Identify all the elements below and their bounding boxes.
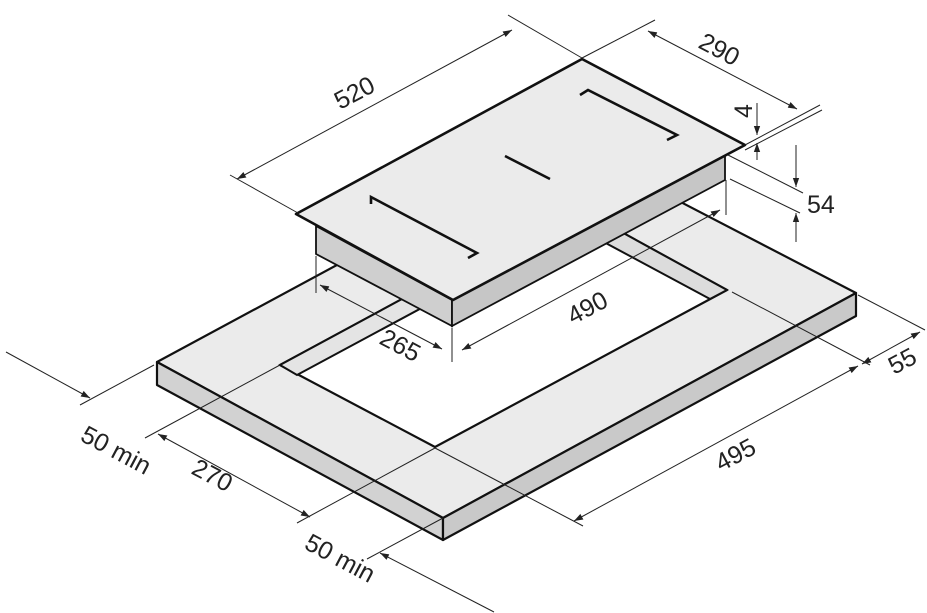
control-marker — [504, 154, 551, 181]
label-hob-height: 54 — [807, 191, 835, 219]
dimension-lines — [5, 14, 926, 613]
label-cutout-min-width: 495 — [711, 433, 761, 477]
label-hob-width: 520 — [330, 71, 380, 115]
label-min-front-bottom: 50 min — [300, 529, 379, 589]
cooking-zone-marker-back — [579, 88, 680, 142]
label-glass-thickness: 4 — [730, 104, 758, 118]
label-cutout-min-depth: 270 — [187, 454, 237, 498]
label-min-front-left: 50 min — [76, 421, 155, 481]
label-side-clearance: 55 — [884, 343, 922, 381]
label-hob-depth: 290 — [694, 28, 744, 72]
